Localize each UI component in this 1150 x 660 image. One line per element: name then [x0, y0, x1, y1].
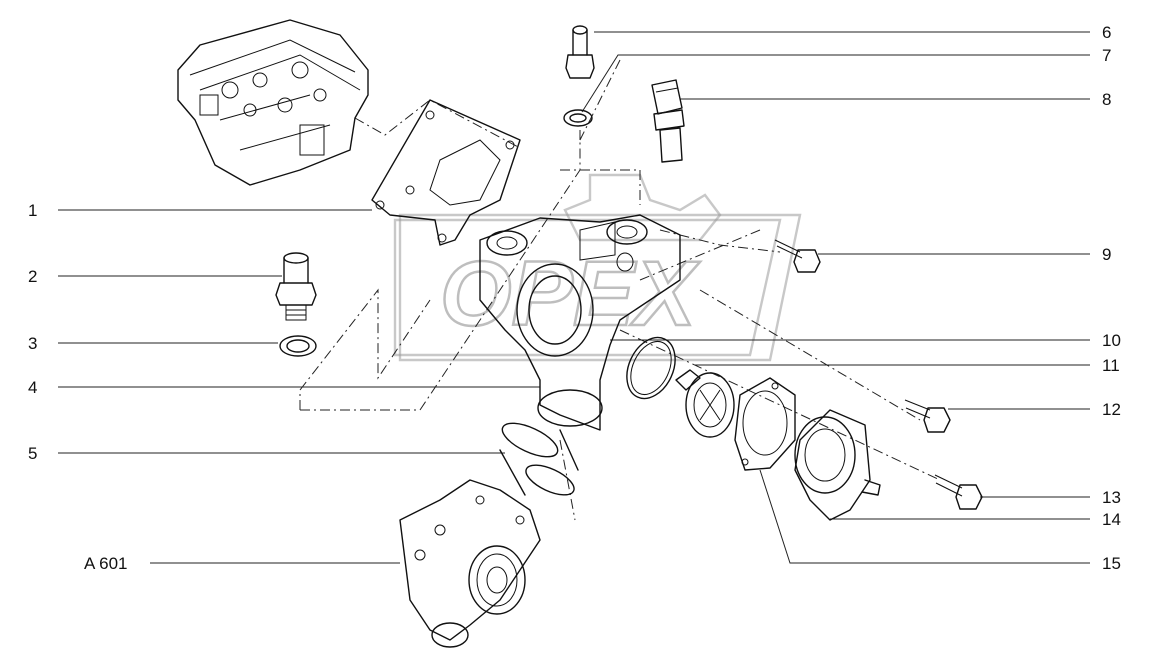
bolt-middle [904, 399, 951, 433]
label-part-14: 14 [1102, 510, 1121, 529]
water-pump [399, 479, 541, 648]
part-labels: 1 2 3 4 5 A 601 6 7 8 9 10 11 12 13 14 1… [28, 23, 1121, 573]
label-part-8: 8 [1102, 90, 1111, 109]
label-part-2: 2 [28, 267, 37, 286]
gasket [371, 99, 521, 246]
hose-connector [565, 25, 595, 79]
bolt-upper [774, 239, 821, 273]
flange-gasket [734, 377, 796, 471]
label-part-10: 10 [1102, 331, 1121, 350]
label-part-13: 13 [1102, 488, 1121, 507]
label-part-7: 7 [1102, 46, 1111, 65]
label-part-3: 3 [28, 334, 37, 353]
washer-small [563, 109, 593, 127]
o-ring [626, 336, 676, 400]
outlet-housing [794, 409, 881, 521]
label-a601: A 601 [84, 554, 128, 573]
label-part-6: 6 [1102, 23, 1111, 42]
label-part-1: 1 [28, 201, 37, 220]
label-part-4: 4 [28, 378, 37, 397]
thermostat-insert [675, 369, 735, 438]
label-part-12: 12 [1102, 400, 1121, 419]
hose-sleeve [499, 422, 579, 496]
fitting-nipple [275, 252, 317, 321]
cylinder-head [177, 19, 369, 186]
sealing-washer [279, 335, 317, 357]
bolt-lower [934, 474, 983, 510]
temperature-sensor [651, 79, 685, 163]
thermostat-housing [479, 214, 681, 431]
label-part-9: 9 [1102, 245, 1111, 264]
label-part-5: 5 [28, 444, 37, 463]
leader-lines [58, 31, 1090, 564]
label-part-11: 11 [1102, 356, 1120, 375]
watermark-logo: OPEX [393, 173, 802, 362]
watermark-text: OPEX [440, 243, 700, 345]
label-part-15: 15 [1102, 554, 1121, 573]
